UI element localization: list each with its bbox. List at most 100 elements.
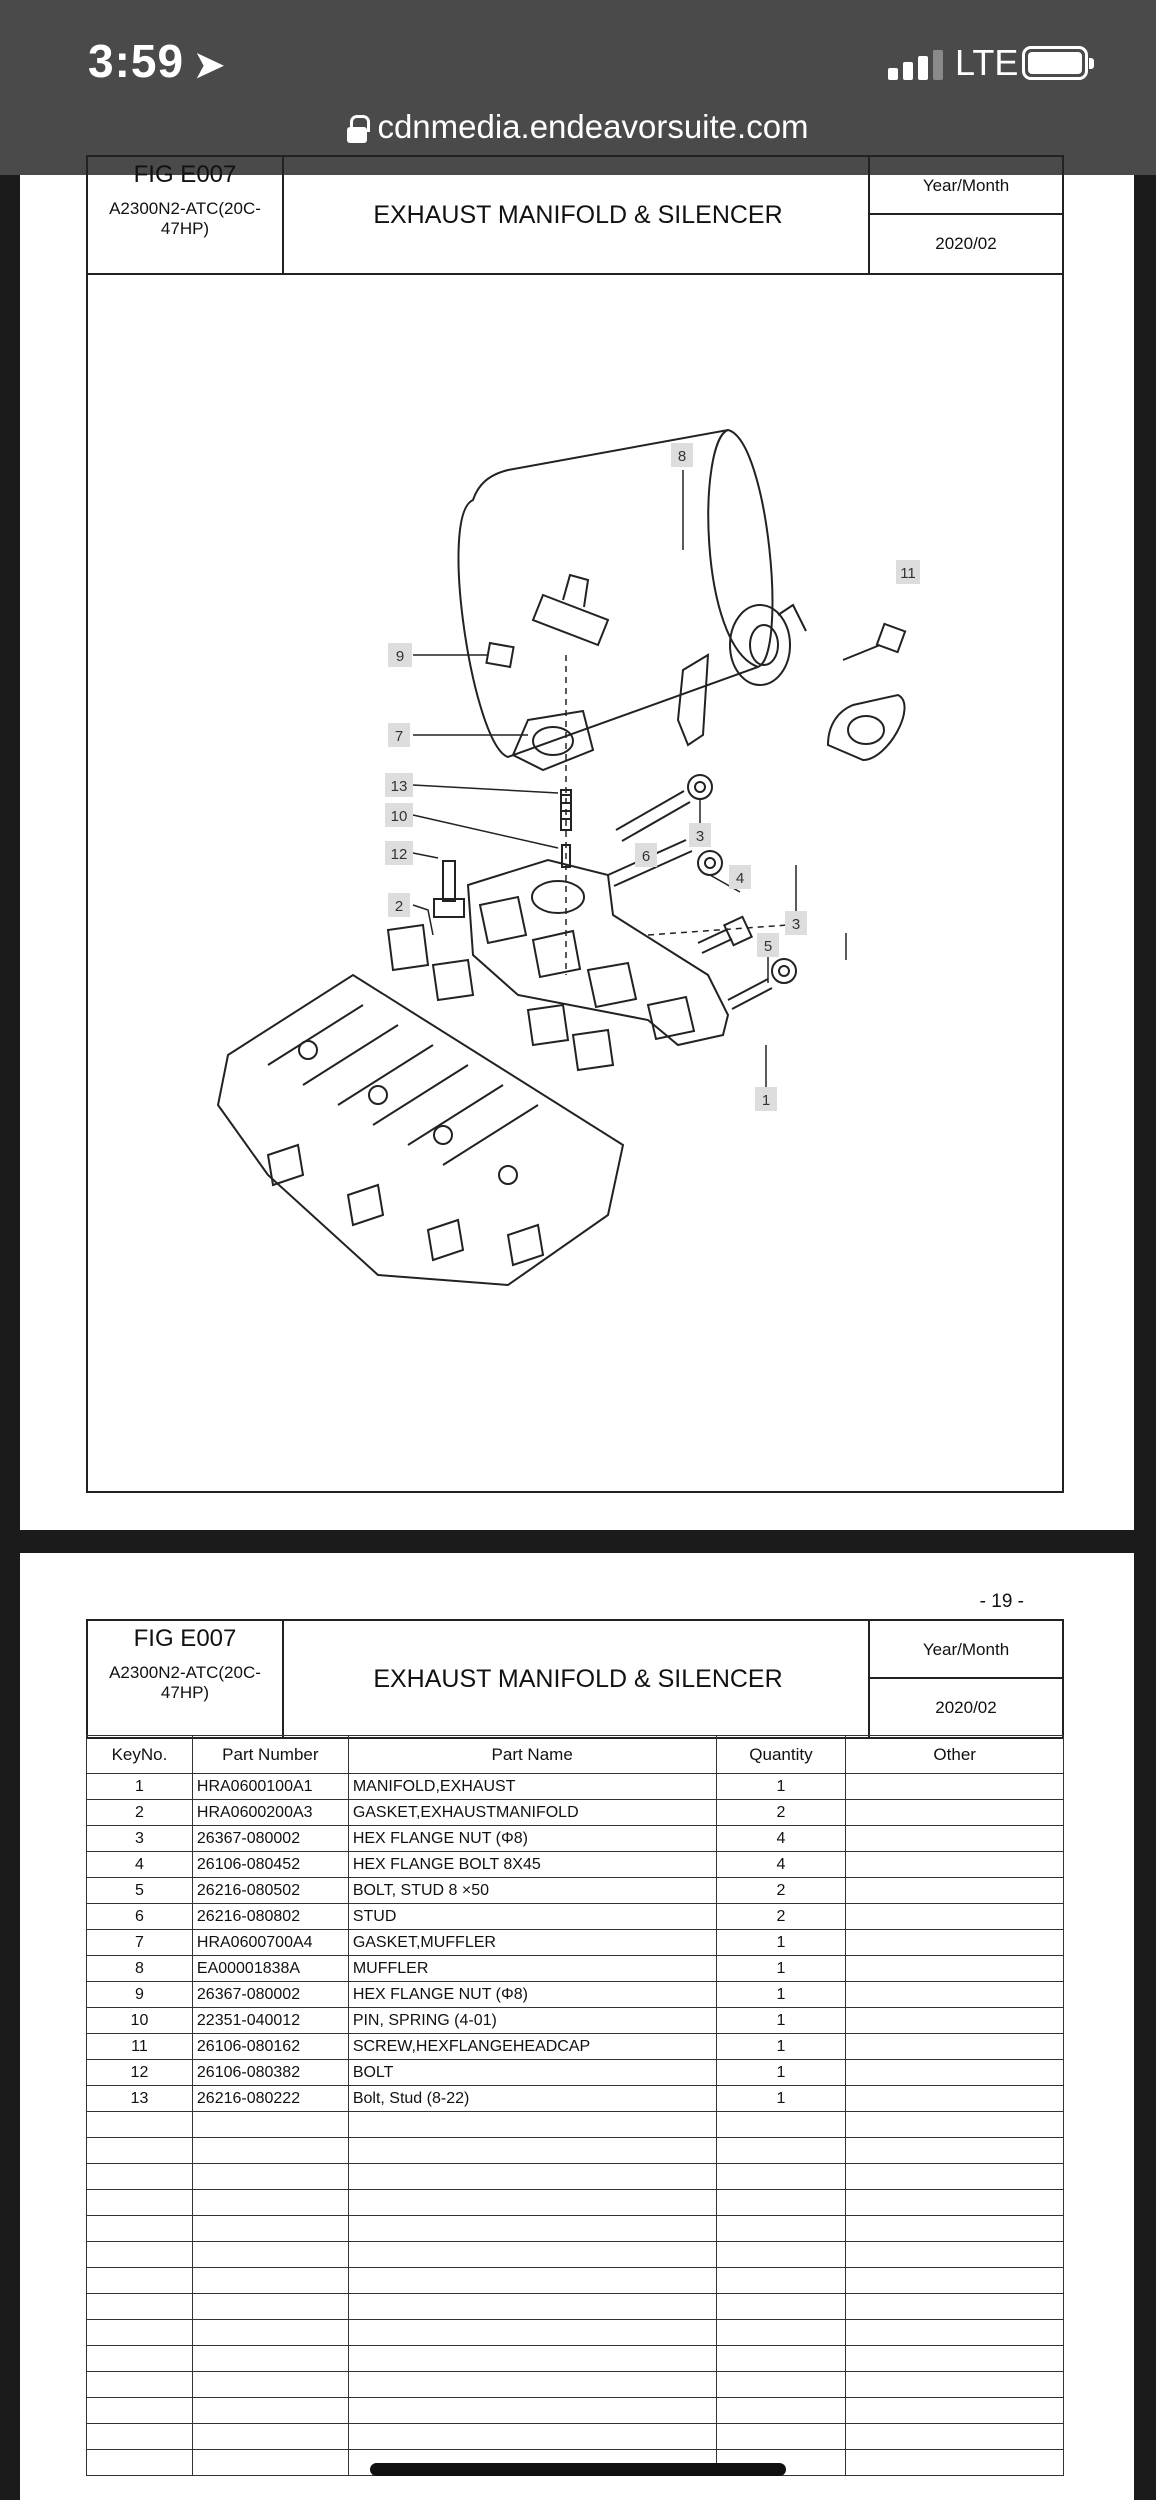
table-cell (86, 2345, 193, 2372)
callout-label: 5 (764, 938, 772, 955)
status-time: 3:59➤ (88, 35, 226, 87)
table-cell (845, 2241, 1064, 2268)
table-cell: HEX FLANGE BOLT 8X45 (347, 1851, 717, 1878)
table-cell (845, 2085, 1064, 2112)
table-cell: 26106-080382 (191, 2059, 349, 2086)
table-cell (347, 2423, 717, 2450)
table-cell (191, 2215, 349, 2242)
figure-title: EXHAUST MANIFOLD & SILENCER (373, 201, 783, 229)
empty-table-row (86, 2293, 1064, 2320)
callout-label: 11 (900, 565, 916, 582)
table-cell (845, 2449, 1064, 2476)
table-cell: 26106-080162 (191, 2033, 349, 2060)
figure-id: FIG E007 (133, 161, 237, 188)
table-cell (347, 2189, 717, 2216)
table-cell (191, 2371, 349, 2398)
table-cell (347, 2163, 717, 2190)
year-month-label: Year/Month (870, 157, 1062, 215)
table-cell: 26367-080002 (191, 1981, 349, 2008)
table-cell: 26216-080222 (191, 2085, 349, 2112)
table-cell: MUFFLER (347, 1955, 717, 1982)
document-page-parts-list: - 19 - FIG E007 A2300N2-ATC(20C-47HP) EX… (20, 1553, 1134, 2500)
home-indicator[interactable] (370, 2463, 786, 2476)
table-cell: 12 (86, 2059, 193, 2086)
empty-table-row (86, 2241, 1064, 2268)
figure-id: FIG E007 (133, 1625, 237, 1652)
location-arrow-icon: ➤ (194, 43, 226, 85)
table-cell: 8 (86, 1955, 193, 1982)
callout-label: 1 (762, 1092, 770, 1109)
table-cell (715, 2423, 847, 2450)
table-cell (715, 2189, 847, 2216)
table-cell (86, 2241, 193, 2268)
table-cell (191, 2241, 349, 2268)
table-cell: 26216-080502 (191, 1877, 349, 1904)
table-cell: 1 (715, 2085, 847, 2112)
table-cell: 1 (715, 1955, 847, 1982)
table-cell: 1 (86, 1773, 193, 1800)
table-cell (191, 2293, 349, 2320)
empty-table-row (86, 2371, 1064, 2398)
model-name: A2300N2-ATC(20C-47HP) (109, 1663, 261, 1702)
table-cell: 9 (86, 1981, 193, 2008)
table-cell: 4 (86, 1851, 193, 1878)
empty-table-row (86, 2397, 1064, 2424)
table-cell (845, 1877, 1064, 1904)
cell-signal-icon (888, 50, 944, 80)
table-cell (715, 2319, 847, 2346)
column-header: Other (845, 1735, 1064, 1774)
table-cell (347, 2371, 717, 2398)
table-cell (347, 2345, 717, 2372)
table-cell (845, 2293, 1064, 2320)
table-cell (715, 2267, 847, 2294)
table-cell (845, 1851, 1064, 1878)
lock-icon (347, 115, 371, 144)
column-header: Part Name (347, 1735, 717, 1774)
table-cell (86, 2449, 193, 2476)
table-cell (845, 2371, 1064, 2398)
diagram-frame: 8 11 9 7 13 10 12 2 6 3 4 (86, 275, 1064, 1493)
table-cell: 2 (715, 1903, 847, 1930)
callout-label: 10 (391, 808, 408, 825)
column-header: KeyNo. (86, 1735, 193, 1774)
table-cell: HRA0600100A1 (191, 1773, 349, 1800)
table-cell: 2 (715, 1877, 847, 1904)
table-cell (845, 2111, 1064, 2138)
table-cell: HRA0600200A3 (191, 1799, 349, 1826)
column-header: Quantity (715, 1735, 847, 1774)
callout-label: 8 (678, 448, 686, 465)
callout-label: 3 (696, 828, 704, 845)
table-cell (86, 2189, 193, 2216)
table-cell (845, 1825, 1064, 1852)
table-cell: 26216-080802 (191, 1903, 349, 1930)
table-cell (715, 2163, 847, 2190)
callout-label: 12 (391, 846, 408, 863)
table-cell: 1 (715, 1929, 847, 1956)
table-cell (715, 2111, 847, 2138)
table-cell: HEX FLANGE NUT (Φ8) (347, 1825, 717, 1852)
table-cell (86, 2371, 193, 2398)
table-cell (347, 2319, 717, 2346)
table-cell: Bolt, Stud (8-22) (347, 2085, 717, 2112)
table-cell: GASKET,EXHAUSTMANIFOLD (347, 1799, 717, 1826)
column-header: Part Number (191, 1735, 349, 1774)
table-cell (845, 2163, 1064, 2190)
table-cell (191, 2397, 349, 2424)
year-month-value: 2020/02 (935, 1698, 997, 1717)
table-cell (347, 2111, 717, 2138)
table-cell (86, 2293, 193, 2320)
empty-table-row (86, 2319, 1064, 2346)
table-cell: 6 (86, 1903, 193, 1930)
table-cell (191, 2189, 349, 2216)
address-bar[interactable]: cdnmedia.endeavorsuite.com (0, 108, 1156, 158)
table-cell (191, 2319, 349, 2346)
table-cell: 22351-040012 (191, 2007, 349, 2034)
